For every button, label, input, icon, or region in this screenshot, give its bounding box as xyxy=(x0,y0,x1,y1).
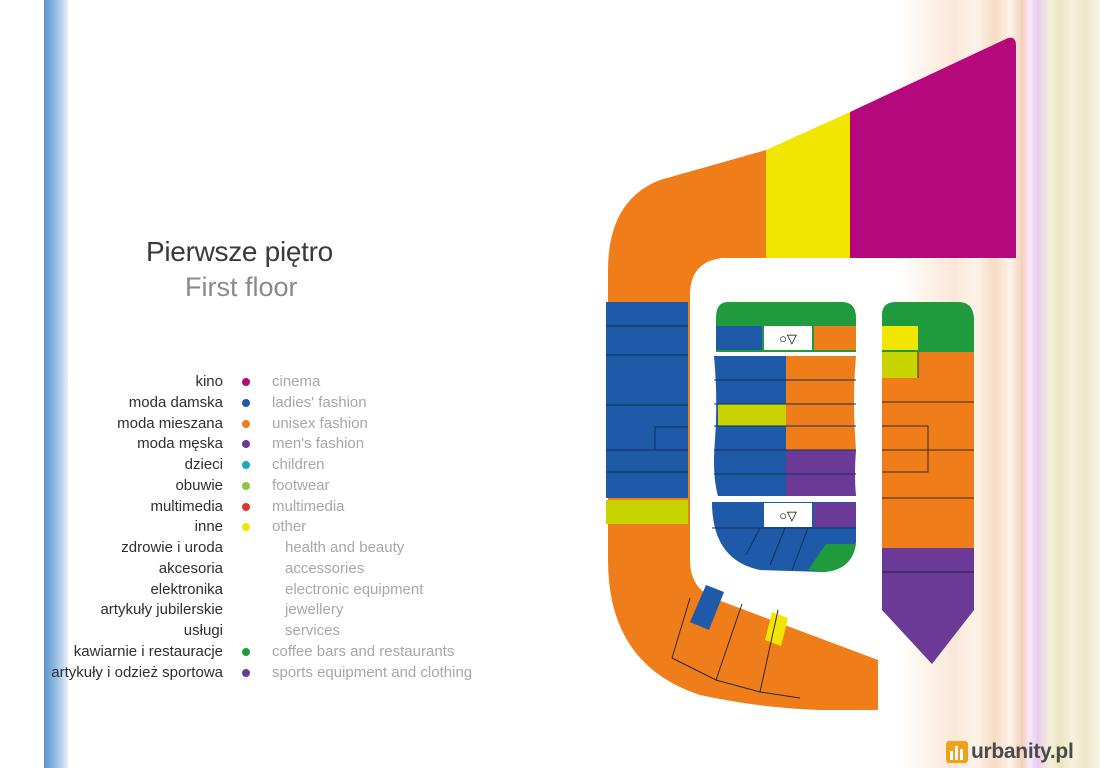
legend-label-polish: elektronika xyxy=(150,580,223,598)
legend-color-dot xyxy=(242,398,250,407)
legend-label-polish: artykuły i odzież sportowa xyxy=(51,663,223,681)
legend-row: inne other xyxy=(0,518,540,539)
legend-row: elektronika electronic equipment xyxy=(0,581,540,602)
central-mens-block[interactable] xyxy=(786,450,856,496)
legend-label-polish: multimedia xyxy=(150,497,223,515)
floor-title-english: First floor xyxy=(185,272,298,302)
legend-row: artykuły i odzież sportowa sports equipme… xyxy=(0,664,540,685)
legend-label-polish: kino xyxy=(195,373,223,390)
legend-color-dot xyxy=(242,668,250,677)
legend-label-english: cinema xyxy=(272,373,321,390)
legend-label-polish: kawiarnie i restauracje xyxy=(73,642,223,660)
legend-label-english: footwear xyxy=(272,476,330,494)
outer-orange-ring[interactable] xyxy=(608,150,878,710)
legend-row: dzieci children xyxy=(0,456,540,477)
legend-label-english: accessories xyxy=(285,559,365,577)
legend-label-english: children xyxy=(272,456,325,473)
legend-color-dot xyxy=(242,419,250,428)
legend-row: kawiarnie i restauracje coffee bars and r… xyxy=(0,643,540,664)
legend-label-polish: akcesoria xyxy=(158,559,223,577)
central-service-box-bottom xyxy=(764,503,812,527)
central-ladies-small[interactable] xyxy=(716,326,762,350)
legend-label-polish: dzieci xyxy=(184,456,223,473)
watermark-text: urbanity.pl xyxy=(971,740,1074,763)
legend-row: moda męska men's fashion xyxy=(0,435,540,456)
legend-label-polish: obuwie xyxy=(175,476,223,494)
right-lime-shop[interactable] xyxy=(882,352,918,378)
legend-color-dot xyxy=(242,523,250,532)
legend-label-polish: inne xyxy=(194,518,223,536)
bottom-ladies-shop[interactable] xyxy=(690,585,724,630)
legend-label-english: other xyxy=(272,518,307,536)
legend-color-dot xyxy=(242,461,250,469)
legend-label-polish: moda męska xyxy=(137,435,223,453)
left-decorative-stripe xyxy=(44,0,68,768)
central-service-box-top xyxy=(764,326,812,350)
legend-label-english: men's fashion xyxy=(272,435,365,453)
floor-title-polish: Pierwsze piętro xyxy=(146,236,333,267)
cinema-block[interactable] xyxy=(850,37,1016,258)
central-lime-shop[interactable] xyxy=(718,404,786,426)
legend-label-english: coffee bars and restaurants xyxy=(272,642,455,660)
right-other-shop[interactable] xyxy=(882,326,918,350)
legend-label-english: unisex fashion xyxy=(272,414,368,432)
other-block-top[interactable] xyxy=(766,112,850,258)
watermark-logo: urbanity.pl xyxy=(946,740,1074,764)
right-unisex-top[interactable] xyxy=(918,352,974,378)
legend-row: obuwie footwear xyxy=(0,477,540,498)
legend-label-english: ladies' fashion xyxy=(272,393,367,411)
legend-label-polish: zdrowie i uroda xyxy=(121,539,223,556)
legend-color-dot xyxy=(242,440,250,449)
lower-cafe-shop[interactable] xyxy=(808,544,856,572)
legend-label-polish: artykuły jubilerskie xyxy=(100,601,223,619)
service-symbols-bottom: ○▽ xyxy=(779,508,797,523)
right-mens-block[interactable] xyxy=(882,548,974,664)
legend-label-english: jewellery xyxy=(285,601,344,619)
legend-row: zdrowie i uroda health and beauty xyxy=(0,539,540,560)
bar-chart-icon xyxy=(946,741,968,763)
legend-label-polish: usługi xyxy=(183,622,223,639)
legend-label-polish: moda mieszana xyxy=(117,414,223,432)
legend-color-dot xyxy=(242,647,250,656)
legend-row: akcesoria accessories xyxy=(0,560,540,581)
legend-row: kino cinema xyxy=(0,373,540,394)
legend-label-english: services xyxy=(285,622,341,639)
legend-row: moda mieszana unisex fashion xyxy=(0,415,540,436)
legend-label-english: health and beauty xyxy=(285,539,405,556)
central-unisex-small[interactable] xyxy=(814,326,856,350)
legend-row: moda damska ladies' fashion xyxy=(0,394,540,415)
service-symbols-top: ○▽ xyxy=(779,331,797,346)
legend-label-polish: moda damska xyxy=(128,393,223,411)
legend-color-dot xyxy=(242,378,250,386)
legend-color-dot xyxy=(242,502,250,511)
legend-row: usługi services xyxy=(0,622,540,643)
lower-mens-shop[interactable] xyxy=(814,503,856,527)
legend-label-english: multimedia xyxy=(272,497,345,515)
central-unisex-block[interactable] xyxy=(786,356,856,450)
legend-row: artykuły jubilerskie jewellery xyxy=(0,601,540,622)
legend-color-dot xyxy=(242,481,250,490)
bottom-other-shop[interactable] xyxy=(765,612,788,646)
legend-label-english: sports equipment and clothing xyxy=(272,663,473,681)
left-lime-shop[interactable] xyxy=(606,500,688,524)
left-ladies-column[interactable] xyxy=(606,302,688,498)
legend-label-english: electronic equipment xyxy=(285,580,424,598)
legend-row: multimedia multimedia xyxy=(0,498,540,519)
